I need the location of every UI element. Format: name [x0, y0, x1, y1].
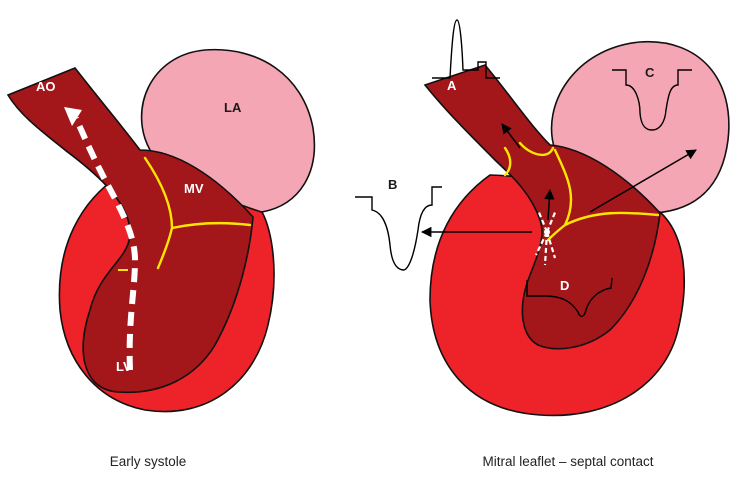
label-a: A [447, 78, 457, 93]
label-c: C [645, 65, 655, 80]
label-ao: AO [36, 79, 56, 94]
label-lv: LV [116, 359, 132, 374]
waveform-a [432, 20, 500, 78]
label-la: LA [224, 100, 242, 115]
left-heart-diagram: AO LA MV LV [8, 50, 314, 412]
caption-septal-contact: Mitral leaflet – septal contact [482, 454, 653, 469]
label-b: B [388, 177, 397, 192]
label-d: D [560, 278, 569, 293]
label-mv: MV [184, 181, 204, 196]
caption-early-systole: Early systole [110, 454, 187, 469]
right-heart-diagram: A B C D [355, 20, 729, 415]
waveform-b [355, 187, 442, 270]
